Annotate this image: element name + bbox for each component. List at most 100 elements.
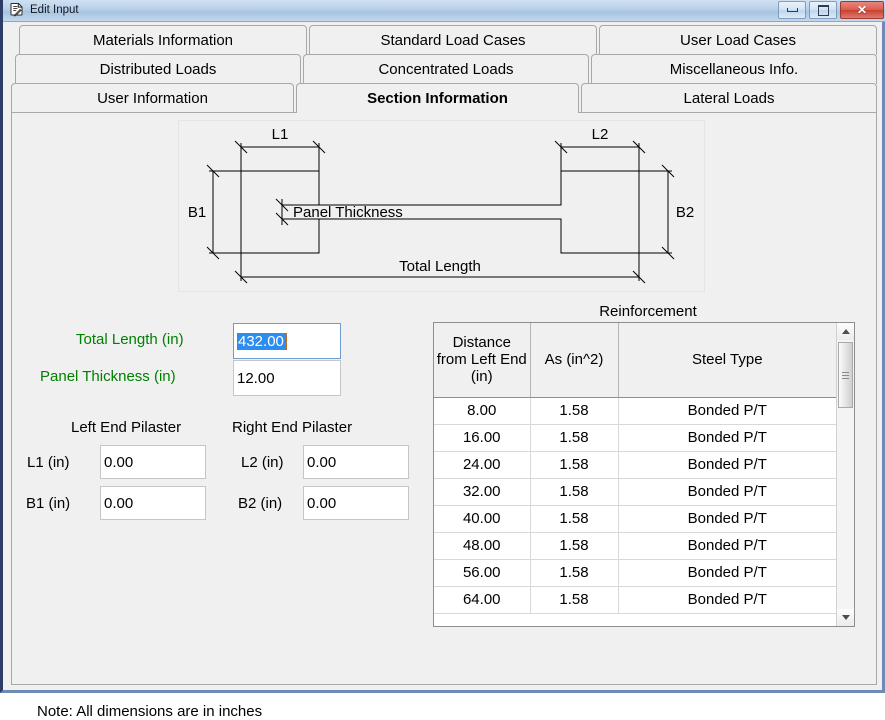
maximize-button[interactable] — [809, 1, 837, 19]
scrollbar-thumb[interactable] — [838, 342, 853, 408]
close-button[interactable]: ✕ — [840, 1, 884, 19]
title-bar: Edit Input ✕ — [3, 0, 885, 22]
tab-materials-information[interactable]: Materials Information — [19, 25, 307, 55]
reinforcement-table: Distance from Left End (in) As (in^2) St… — [434, 323, 836, 614]
cell-as: 1.58 — [530, 559, 619, 587]
cell-as: 1.58 — [530, 397, 619, 425]
minimize-button[interactable] — [778, 1, 806, 19]
column-header-steel-type: Steel Type — [618, 323, 836, 398]
cell-steel-type: Bonded P/T — [618, 397, 836, 425]
b1-label: B1 (in) — [26, 495, 71, 512]
tab-bar: Materials Information Standard Load Case… — [11, 25, 877, 113]
tab-distributed-loads[interactable]: Distributed Loads — [15, 54, 301, 84]
cell-steel-type: Bonded P/T — [618, 451, 836, 479]
l1-label: L1 (in) — [27, 454, 70, 471]
l2-value: 0.00 — [307, 453, 337, 471]
tab-standard-load-cases[interactable]: Standard Load Cases — [309, 25, 597, 55]
l1-value: 0.00 — [104, 453, 134, 471]
diagram-label-l1: L1 — [272, 126, 289, 143]
tab-lateral-loads[interactable]: Lateral Loads — [581, 83, 877, 113]
cell-steel-type: Bonded P/T — [618, 478, 836, 506]
cell-as: 1.58 — [530, 478, 619, 506]
tab-label: Lateral Loads — [683, 90, 775, 107]
tab-label: User Load Cases — [680, 32, 796, 49]
cell-distance: 16.00 — [434, 424, 531, 452]
tab-label: Standard Load Cases — [380, 32, 526, 49]
tab-label: Distributed Loads — [99, 61, 217, 78]
tab-row-1: Materials Information Standard Load Case… — [11, 25, 877, 55]
cell-steel-type: Bonded P/T — [618, 505, 836, 533]
panel-section-diagram: L1 L2 B1 — [178, 120, 705, 292]
diagram-label-b2: B2 — [676, 204, 694, 221]
tab-label: User Information — [97, 90, 208, 107]
panel-thickness-input[interactable]: 12.00 — [233, 360, 341, 396]
panel-thickness-value: 12.00 — [237, 369, 275, 387]
scroll-down-button[interactable] — [837, 609, 854, 626]
l1-input[interactable]: 0.00 — [100, 445, 206, 479]
b2-input[interactable]: 0.00 — [303, 486, 409, 520]
tab-user-information[interactable]: User Information — [11, 83, 294, 113]
total-length-input[interactable]: 432.00 — [233, 323, 341, 359]
cell-as: 1.58 — [530, 532, 619, 560]
tab-row-2: Distributed Loads Concentrated Loads Mis… — [11, 54, 877, 84]
diagram-label-panel-thickness: Panel Thickness — [293, 204, 403, 221]
tab-label: Materials Information — [92, 32, 234, 49]
tab-user-load-cases[interactable]: User Load Cases — [599, 25, 877, 55]
title-bar-left: Edit Input — [9, 2, 79, 18]
panel-thickness-label: Panel Thickness (in) — [40, 368, 176, 385]
tab-row-3: User Information Section Information Lat… — [11, 83, 877, 113]
close-icon: ✕ — [856, 3, 868, 17]
dimensions-note: Note: All dimensions are in inches — [37, 703, 263, 720]
minimize-icon — [786, 8, 798, 12]
reinforcement-table-container: Distance from Left End (in) As (in^2) St… — [433, 322, 855, 627]
scroll-up-arrow-icon — [841, 329, 850, 334]
table-header-row: Distance from Left End (in) As (in^2) St… — [434, 323, 836, 398]
cell-steel-type: Bonded P/T — [618, 532, 836, 560]
reinforcement-title: Reinforcement — [599, 303, 697, 320]
scroll-down-arrow-icon — [841, 615, 850, 620]
tab-label: Miscellaneous Info. — [669, 61, 799, 78]
cell-distance: 32.00 — [434, 478, 531, 506]
maximize-icon — [817, 4, 829, 16]
cell-distance: 48.00 — [434, 532, 531, 560]
diagram-label-l2: L2 — [592, 126, 609, 143]
tab-label: Section Information — [367, 90, 508, 107]
left-end-pilaster-heading: Left End Pilaster — [71, 419, 182, 436]
tab-miscellaneous-info[interactable]: Miscellaneous Info. — [591, 54, 877, 84]
tab-section-information[interactable]: Section Information — [296, 83, 579, 113]
total-length-value: 432.00 — [237, 332, 287, 350]
cell-as: 1.58 — [530, 451, 619, 479]
column-header-distance: Distance from Left End (in) — [434, 323, 531, 398]
cell-steel-type: Bonded P/T — [618, 586, 836, 614]
scrollbar-grip-icon — [842, 370, 849, 381]
window-title: Edit Input — [30, 4, 79, 16]
cell-steel-type: Bonded P/T — [618, 559, 836, 587]
cell-distance: 40.00 — [434, 505, 531, 533]
diagram-label-b1: B1 — [188, 204, 206, 221]
section-information-panel: L1 L2 B1 — [11, 112, 877, 720]
tab-label: Concentrated Loads — [378, 61, 514, 78]
tab-concentrated-loads[interactable]: Concentrated Loads — [303, 54, 589, 84]
scroll-up-button[interactable] — [837, 323, 854, 340]
cell-distance: 8.00 — [434, 397, 531, 425]
column-header-as: As (in^2) — [530, 323, 619, 398]
l2-input[interactable]: 0.00 — [303, 445, 409, 479]
cell-as: 1.58 — [530, 505, 619, 533]
b1-input[interactable]: 0.00 — [100, 486, 206, 520]
diagram-label-total-length: Total Length — [399, 258, 481, 275]
cell-distance: 64.00 — [434, 586, 531, 614]
cell-distance: 24.00 — [434, 451, 531, 479]
edit-document-icon — [10, 3, 23, 17]
table-vertical-scrollbar[interactable] — [836, 323, 854, 626]
cell-as: 1.58 — [530, 586, 619, 614]
b2-value: 0.00 — [307, 494, 337, 512]
